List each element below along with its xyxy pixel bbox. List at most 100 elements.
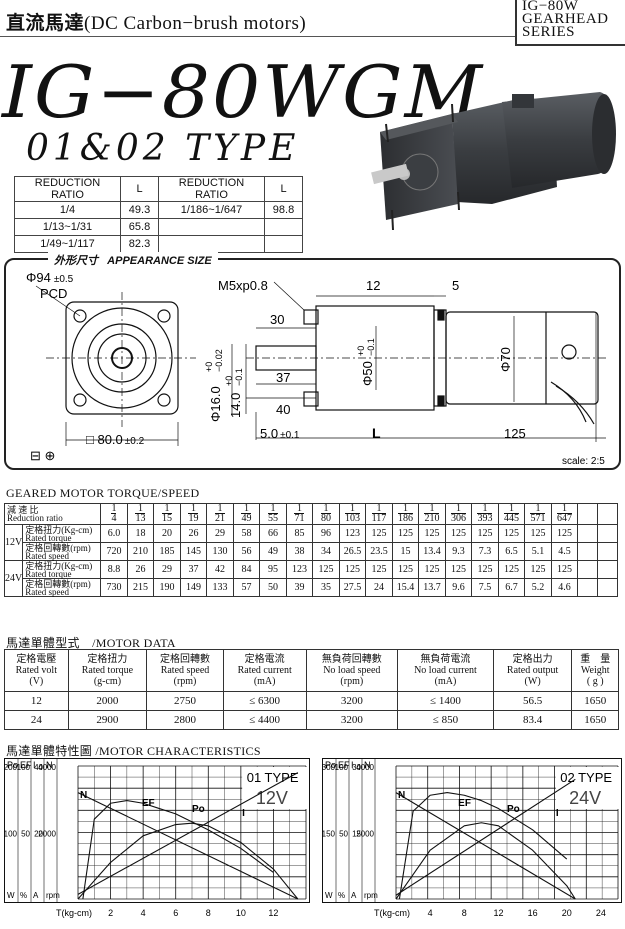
x-tick-label: 16 xyxy=(528,908,538,918)
x-axis-label: T(kg-cm) xyxy=(374,908,410,918)
svg-text:−0.1: −0.1 xyxy=(234,368,244,386)
speed-cell: 56 xyxy=(232,542,261,561)
dim-square: □ 80.0±0.2 xyxy=(86,432,145,447)
motor-data-cell: 24 xyxy=(4,710,69,730)
x-tick-label: 20 xyxy=(562,908,572,918)
svg-text:Φ16.0: Φ16.0 xyxy=(208,386,223,422)
speed-cell: 35 xyxy=(312,578,340,597)
axis-tick-label: 2000 xyxy=(356,830,374,839)
axis-name: Po xyxy=(325,760,336,770)
legend-box xyxy=(242,767,309,809)
torque-cell: 6.0 xyxy=(100,524,128,543)
speed-cell: 133 xyxy=(206,578,234,597)
torque-cell: 125 xyxy=(497,524,526,543)
empty-cell xyxy=(597,503,619,525)
torque-cell: 125 xyxy=(312,560,340,579)
header-rule xyxy=(0,36,515,37)
dim-shaft-dia: Φ16.0 +0 −0.02 xyxy=(204,349,224,422)
motor-data-cell: 56.5 xyxy=(492,691,573,711)
svg-text:14.0: 14.0 xyxy=(228,393,243,418)
legend-box xyxy=(555,767,621,809)
axis-name: I xyxy=(351,760,354,770)
empty-cell xyxy=(597,524,619,543)
torque-cell: 125 xyxy=(524,560,552,579)
motor-data-cell: 3200 xyxy=(305,710,399,730)
series-badge: IG−80W GEARHEAD SERIES xyxy=(515,0,625,46)
speed-cell: 6.5 xyxy=(497,542,526,561)
torque-cell: 8.8 xyxy=(100,560,128,579)
motor-data-cell: 83.4 xyxy=(492,710,573,730)
speed-cell: 13.7 xyxy=(418,578,446,597)
axis-unit: W xyxy=(7,891,15,900)
torque-cell: 85 xyxy=(285,524,314,543)
speed-cell: 4.5 xyxy=(550,542,579,561)
reduction-ratio-table: REDUCTION RATIO L REDUCTION RATIO L 1/4 … xyxy=(14,176,303,253)
ratio-cell: 1/13~1/31 xyxy=(14,218,121,236)
torque-cell: 95 xyxy=(259,560,287,579)
curve-label: N xyxy=(80,790,87,801)
appearance-title-en: APPEARANCE SIZE xyxy=(107,255,212,267)
empty-cell xyxy=(597,542,619,561)
torque-cell: 125 xyxy=(524,524,552,543)
chart-title: 01 TYPE xyxy=(247,770,299,785)
ratio-header-2: L xyxy=(120,176,159,202)
empty-cell xyxy=(597,560,619,579)
torque-cell: 123 xyxy=(285,560,314,579)
chart-subtitle: 24V xyxy=(569,788,601,808)
torque-cell: 125 xyxy=(338,560,367,579)
ratio-cell: 49.3 xyxy=(120,201,159,219)
series-line-i xyxy=(395,778,576,896)
speed-cell: 24 xyxy=(365,578,393,597)
title-cjk: 直流馬達 xyxy=(6,13,85,34)
curve-label: I xyxy=(556,808,559,819)
axis-name: N xyxy=(46,760,53,770)
torque-cell: 125 xyxy=(365,560,393,579)
speed-cell: 7.5 xyxy=(471,578,499,597)
ratio-cell xyxy=(264,235,303,253)
dim-pilot: Φ50 +0 −0.1 xyxy=(356,338,376,386)
speed-cell: 50 xyxy=(259,578,287,597)
x-tick-label: 8 xyxy=(206,908,211,918)
axis-tick-label: 150 xyxy=(322,830,336,839)
empty-cell xyxy=(577,542,599,561)
torque-cell: 125 xyxy=(497,560,526,579)
torque-cell: 29 xyxy=(153,560,181,579)
torque-cell: 125 xyxy=(471,524,499,543)
speed-cell: 27.5 xyxy=(338,578,367,597)
torque-cell: 37 xyxy=(179,560,208,579)
motor-data-cell: ≤ 1400 xyxy=(397,691,494,711)
axis-name: I xyxy=(33,760,36,770)
torque-cell: 26 xyxy=(179,524,208,543)
ratio-cell: 1/49~1/117 xyxy=(14,235,121,253)
x-tick-label: 4 xyxy=(141,908,146,918)
axis-tick-label: 100 xyxy=(17,763,31,772)
series-line-3: SERIES xyxy=(522,24,576,40)
torque-cell: 84 xyxy=(232,560,261,579)
motor-photo xyxy=(371,92,616,231)
speed-cell: 23.5 xyxy=(365,542,393,561)
axis-tick-label: 20 xyxy=(34,830,43,839)
motor-data-cell: 1650 xyxy=(571,710,619,730)
motor-data-cell: 1650 xyxy=(571,691,619,711)
torque-cell: 42 xyxy=(206,560,234,579)
speed-cell: 6.7 xyxy=(497,578,526,597)
torque-cell: 125 xyxy=(444,560,473,579)
torque-cell: 125 xyxy=(471,560,499,579)
x-tick-label: 6 xyxy=(173,908,178,918)
ratio-cell: 82.3 xyxy=(120,235,159,253)
curve-label: I xyxy=(242,808,245,819)
series-line-po xyxy=(395,822,576,900)
torque-cell: 66 xyxy=(259,524,287,543)
voltage-24v: 24V xyxy=(3,560,24,597)
speed-cell: 39 xyxy=(285,578,314,597)
ratio-header-3: REDUCTION RATIO xyxy=(158,176,265,202)
